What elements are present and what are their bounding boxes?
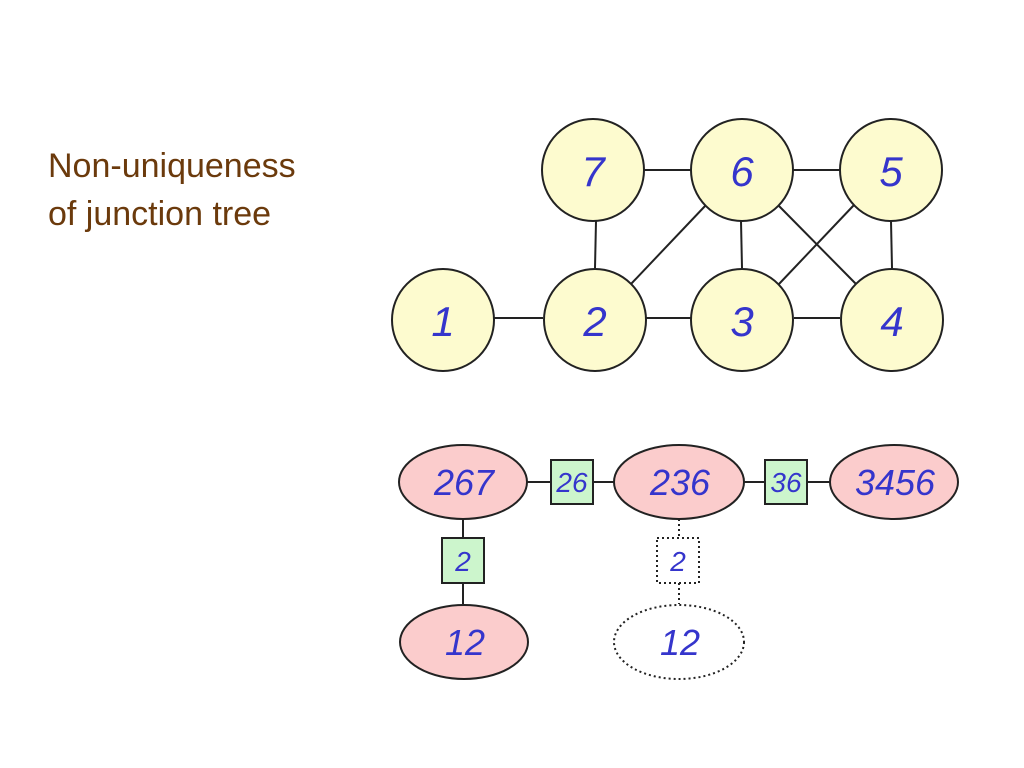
clique-236-label: 236: [649, 462, 711, 503]
title-line-2: of junction tree: [48, 195, 272, 233]
clique-3456: 3456: [829, 444, 959, 520]
edge-6-2: [630, 204, 707, 285]
clique-12-alternative: 12: [613, 604, 745, 680]
graph-node-1-label: 1: [431, 298, 454, 345]
clique-236: 236: [613, 444, 745, 520]
graph-node-4-label: 4: [880, 298, 903, 345]
separator-36-label: 36: [770, 467, 802, 498]
graph-node-5: 5: [839, 118, 943, 222]
slide-title: Non-uniqueness of junction tree: [48, 142, 378, 238]
separator-26: 26: [550, 459, 594, 505]
graph-node-2-label: 2: [582, 298, 606, 345]
graph-edges: [493, 169, 893, 319]
separator-2-label: 2: [454, 546, 471, 577]
clique-12-alternative-label: 12: [660, 622, 700, 663]
graph-node-3: 3: [690, 268, 794, 372]
clique-267: 267: [398, 444, 528, 520]
graph-node-4: 4: [840, 268, 944, 372]
graph-node-3-label: 3: [730, 298, 753, 345]
graph-node-2: 2: [543, 268, 647, 372]
separator-2-alternative: 2: [656, 537, 700, 584]
edge-5-3: [778, 204, 855, 285]
junction-tree-edges: [462, 481, 830, 604]
edge-6-3: [740, 220, 743, 269]
title-line-1: Non-uniqueness: [48, 147, 296, 185]
graph-node-5-label: 5: [879, 148, 903, 195]
separator-2-alternative-label: 2: [669, 546, 686, 577]
graph-nodes: 7 6 5 1 2 3 4: [391, 118, 944, 372]
graph-node-7-label: 7: [581, 148, 606, 195]
graph-node-6: 6: [690, 118, 794, 222]
graph-node-6-label: 6: [730, 148, 754, 195]
edge-7-2: [594, 220, 597, 269]
graph-node-1: 1: [391, 268, 495, 372]
clique-3456-label: 3456: [855, 462, 936, 503]
junction-tree-separators: 26 36 2 2: [441, 459, 808, 584]
clique-267-label: 267: [433, 462, 496, 503]
separator-36: 36: [764, 459, 808, 505]
junction-tree-cliques: 267 236 3456 12 12: [398, 444, 959, 680]
separator-2: 2: [441, 537, 485, 584]
clique-12: 12: [399, 604, 529, 680]
separator-26-label: 26: [555, 467, 588, 498]
graph-node-7: 7: [541, 118, 645, 222]
clique-12-label: 12: [445, 622, 485, 663]
edge-5-4: [890, 220, 893, 269]
